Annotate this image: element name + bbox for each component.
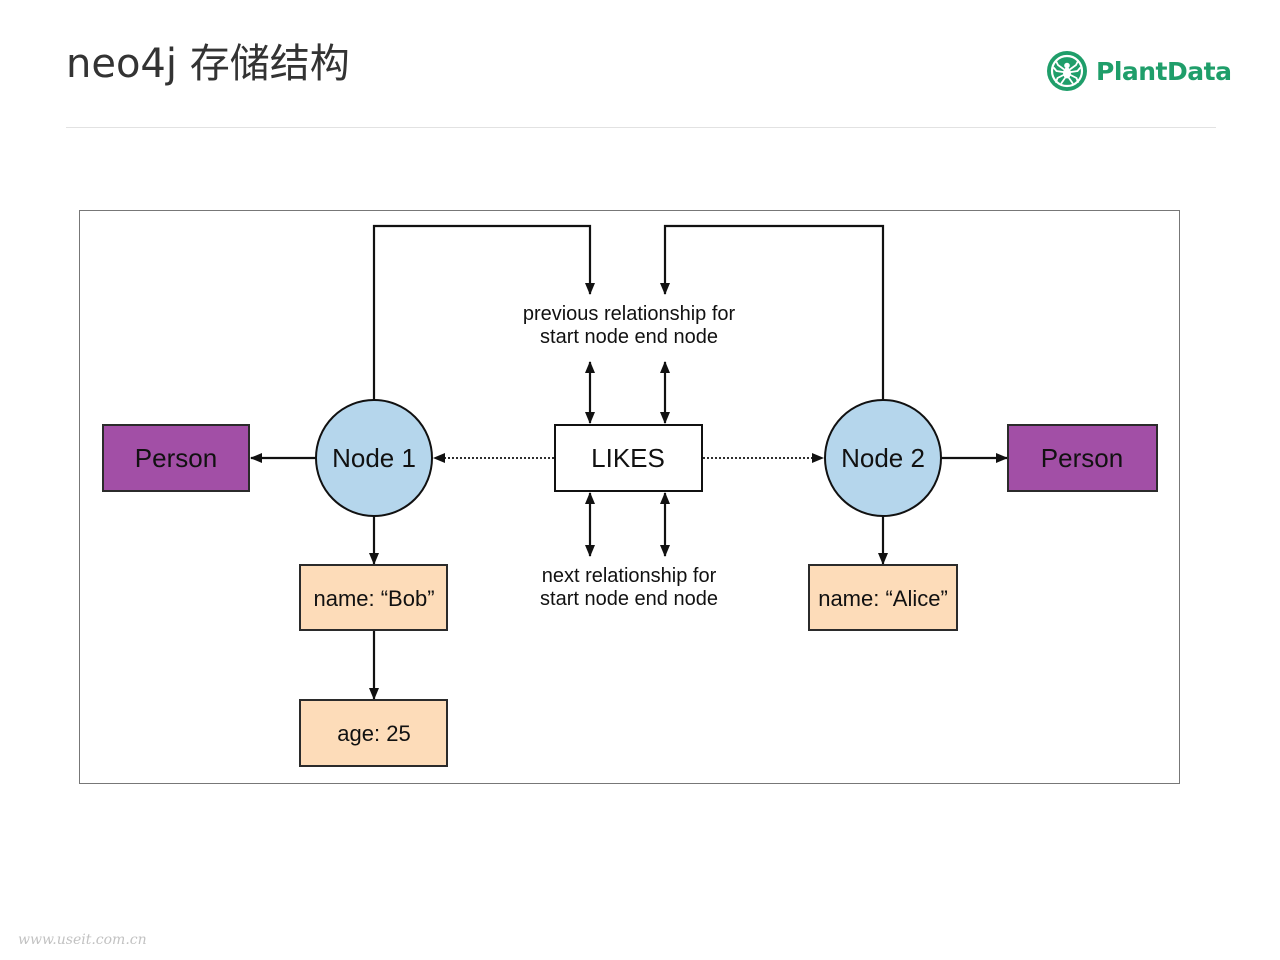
likes-relationship-box xyxy=(554,424,703,492)
node1-to-previous-arrow xyxy=(372,224,595,400)
next-annotation-line1: next relationship for xyxy=(542,565,717,587)
person-label-right-box xyxy=(1007,424,1158,492)
alice-name-property: name: “Alice” xyxy=(818,586,948,611)
watermark: www.useit.com.cn xyxy=(18,932,147,948)
alice-name-property-box xyxy=(808,564,958,631)
bob-age-property: age: 25 xyxy=(337,721,410,746)
person-label-right: Person xyxy=(1041,443,1123,473)
likes-relationship-label: LIKES xyxy=(591,443,665,473)
bob-name-property: name: “Bob” xyxy=(313,586,434,611)
previous-annotation-line1: previous relationship for xyxy=(523,303,736,325)
person-label-left: Person xyxy=(135,443,217,473)
node2-to-previous-arrow xyxy=(660,224,885,400)
logo-text: PlantData xyxy=(1096,56,1232,86)
header-divider xyxy=(66,127,1216,128)
page-title: neo4j 存储结构 xyxy=(66,41,350,87)
node2-label: Node 2 xyxy=(841,443,925,473)
node1-label: Node 1 xyxy=(332,443,416,473)
node2-circle xyxy=(824,399,942,517)
node1-circle xyxy=(315,399,433,517)
previous-annotation-line2: start node end node xyxy=(540,326,718,348)
bob-age-property-box xyxy=(299,699,448,767)
spider-logo-icon xyxy=(1047,51,1087,91)
bob-name-property-box xyxy=(299,564,448,631)
diagram-frame xyxy=(79,210,1180,784)
person-label-left-box xyxy=(102,424,250,492)
plantdata-logo: PlantData xyxy=(1046,50,1232,92)
next-annotation-line2: start node end node xyxy=(540,588,718,610)
